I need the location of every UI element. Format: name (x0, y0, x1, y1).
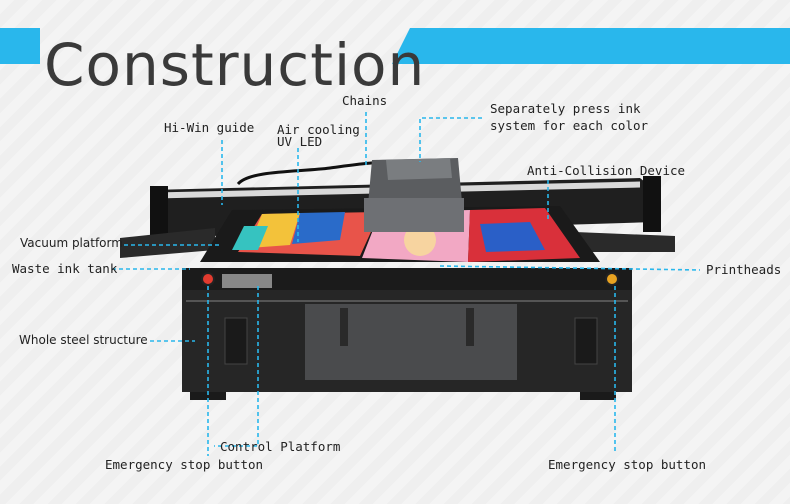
emergency-stop-right-icon (605, 272, 619, 286)
label-separately-press-line1: Separately press ink (490, 101, 641, 116)
label-whole-steel-structure: Whole steel structure (19, 333, 148, 347)
leader-printheads (439, 265, 701, 271)
label-emergency-stop-right: Emergency stop button (548, 457, 707, 472)
leader-control-platform (214, 286, 259, 447)
foot-right (580, 392, 616, 400)
right-wing (575, 232, 675, 252)
right-grille (574, 317, 598, 365)
control-platform (222, 274, 272, 288)
label-control-platform: Control Platform (220, 439, 341, 454)
left-grille (224, 317, 248, 365)
printhead-block (364, 198, 464, 232)
label-chains: Chains (342, 93, 388, 108)
label-printheads: Printheads (706, 262, 782, 277)
leader-separately-press (419, 117, 482, 162)
foot-left (190, 392, 226, 400)
label-anti-collision: Anti-Collision Device (527, 163, 686, 178)
title-banner: Construction (0, 28, 790, 94)
leader-lines (112, 112, 701, 456)
body-top-rim (182, 268, 632, 290)
emergency-stop-left-icon (201, 272, 215, 286)
center-service-panel (305, 304, 517, 380)
gantry-left-leg (150, 186, 168, 246)
label-emergency-stop-left: Emergency stop button (105, 457, 264, 472)
label-vacuum-platform: Vacuum platform (20, 236, 123, 250)
body-trim-line (186, 300, 628, 302)
label-waste-ink-tank: Waste ink tank (12, 261, 118, 276)
vent-left (340, 308, 348, 346)
page-title: Construction (44, 31, 426, 99)
label-air-cooling-line2: UV LED (277, 134, 323, 149)
artwork-panel-7 (232, 226, 268, 250)
cable-chain (236, 161, 393, 186)
label-hiwin-guide: Hi-Win guide (164, 120, 255, 135)
left-wing (120, 228, 215, 258)
artwork-panel-6 (480, 222, 545, 252)
label-air-cooling-line1: Air cooling (277, 122, 360, 137)
carriage-top (386, 158, 452, 180)
gantry-right-leg (643, 176, 661, 232)
title-bar-right-stripe (392, 28, 790, 64)
label-separately-press-line2: system for each color (490, 118, 649, 133)
title-bar-left-stripe (0, 28, 40, 64)
artwork-panel-3 (292, 212, 345, 244)
vent-right (466, 308, 474, 346)
